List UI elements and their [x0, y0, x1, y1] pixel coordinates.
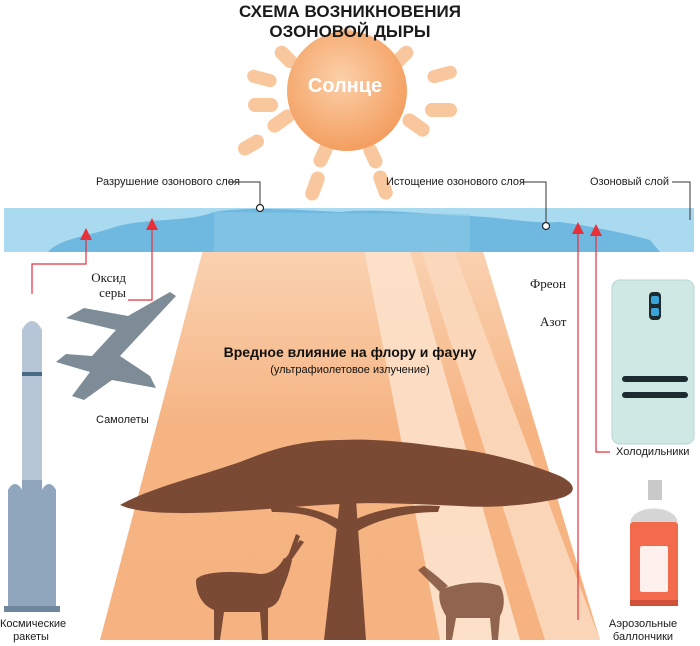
title-line-1: СХЕМА ВОЗНИКНОВЕНИЯ: [239, 2, 461, 21]
sun: [287, 31, 407, 151]
depletion-marker: [541, 221, 551, 231]
antelope: [196, 534, 304, 640]
harm-subtitle: (ультрафиолетовое излучение): [270, 364, 430, 376]
space-rocket: [4, 321, 60, 612]
pollution-arrows: [31, 228, 610, 620]
aerosols-label: Аэрозольные баллончики: [600, 618, 686, 644]
harm-headline: Вредное влияние на флору и фауну: [223, 344, 477, 360]
ozone-destruction-label: Разрушение озонового слоя: [96, 176, 240, 188]
rockets-line-2: ракеты: [13, 631, 49, 643]
ozone-depletion-label: Истощение озонового слоя: [386, 176, 525, 188]
destruction-marker: [255, 203, 265, 213]
ozone-layer-label: Озоновый слой: [590, 176, 670, 188]
freon-label: Фреон: [530, 276, 566, 291]
arrow-heads: [80, 218, 602, 240]
ozone-pointers: [228, 181, 691, 226]
uv-beam-light-1: [356, 208, 520, 640]
uv-beam-light-2: [408, 208, 600, 640]
aerosol-can: [630, 480, 678, 606]
acacia-tree: [120, 439, 573, 640]
refrigerator: [611, 279, 695, 445]
ozone-beam-window: [214, 212, 470, 252]
fridges-label: Холодильники: [616, 446, 690, 458]
aerosols-line-1: Аэрозольные: [608, 618, 678, 630]
nitrogen-label: Азот: [540, 314, 567, 329]
aerosols-line-2: баллончики: [612, 631, 674, 643]
sulfur-oxide-label: Оксид серы: [70, 270, 126, 300]
zebra: [418, 566, 504, 640]
diagram-title: СХЕМА ВОЗНИКНОВЕНИЯ ОЗОНОВОЙ ДЫРЫ: [150, 2, 550, 42]
title-line-2: ОЗОНОВОЙ ДЫРЫ: [269, 22, 431, 41]
sulfur-oxide-line-1: Оксид: [91, 270, 126, 285]
sun-label: Солнце: [307, 75, 383, 97]
sulfur-oxide-line-2: серы: [99, 285, 126, 300]
rockets-line-1: Космические: [0, 618, 67, 630]
sun-rays: [237, 28, 457, 201]
rockets-label: Космические ракеты: [0, 618, 67, 644]
jet-plane: [56, 292, 176, 400]
planes-label: Самолеты: [96, 414, 149, 426]
